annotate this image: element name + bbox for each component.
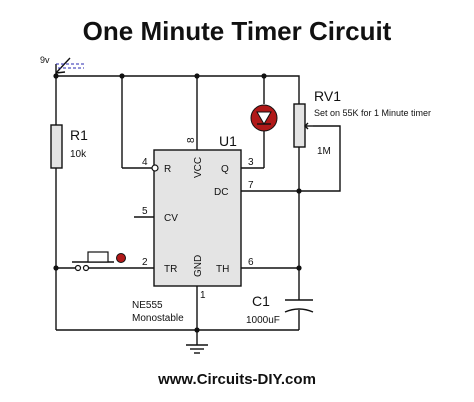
pin-number-4: 4 (142, 157, 148, 168)
pin-number-7: 7 (248, 180, 254, 191)
rv1-note: Set on 55K for 1 Minute timer (314, 108, 431, 118)
r1-resistor (50, 124, 63, 169)
pin-number-3: 3 (248, 157, 254, 168)
pin-number-5: 5 (142, 206, 148, 217)
pin-number-8: 8 (186, 137, 197, 143)
supply-label: 9v (40, 55, 50, 65)
supply-terminal (55, 57, 86, 74)
wire-rv1-wiper-loop (299, 125, 341, 192)
pin-label-q: Q (221, 164, 229, 175)
pin-label-r: R (164, 164, 171, 175)
rv1-ref: RV1 (314, 88, 341, 104)
pin-label-tr: TR (164, 264, 177, 275)
pin-label-cv: CV (164, 213, 178, 224)
c1-ref: C1 (252, 293, 270, 309)
pin-number-1: 1 (200, 290, 206, 301)
rv1-potentiometer (293, 103, 306, 148)
pin-label-dc: DC (214, 187, 228, 198)
rv1-value: 1M (317, 146, 331, 157)
junction-dots (53, 73, 302, 333)
push-button (72, 251, 126, 272)
ground-symbol (186, 344, 208, 354)
u1-part: NE555 (132, 300, 163, 311)
pin-label-gnd: GND (193, 255, 204, 277)
led-indicator (250, 104, 278, 132)
r1-value: 10k (70, 149, 87, 160)
pin-number-6: 6 (248, 257, 254, 268)
u1-mode: Monostable (132, 313, 184, 324)
rv1-wiper-arrow (304, 122, 309, 130)
pin-number-2: 2 (142, 257, 148, 268)
diagram-title: One Minute Timer Circuit (82, 16, 392, 46)
pin-label-th: TH (216, 264, 229, 275)
pin-label-vcc: VCC (193, 157, 204, 178)
website-footer: www.Circuits-DIY.com (158, 371, 316, 388)
u1-ref: U1 (219, 133, 237, 149)
r1-ref: R1 (70, 127, 88, 143)
pin4-inversion-bubble (151, 164, 159, 172)
c1-plate-bottom (284, 308, 314, 313)
c1-value: 1000uF (246, 315, 280, 326)
